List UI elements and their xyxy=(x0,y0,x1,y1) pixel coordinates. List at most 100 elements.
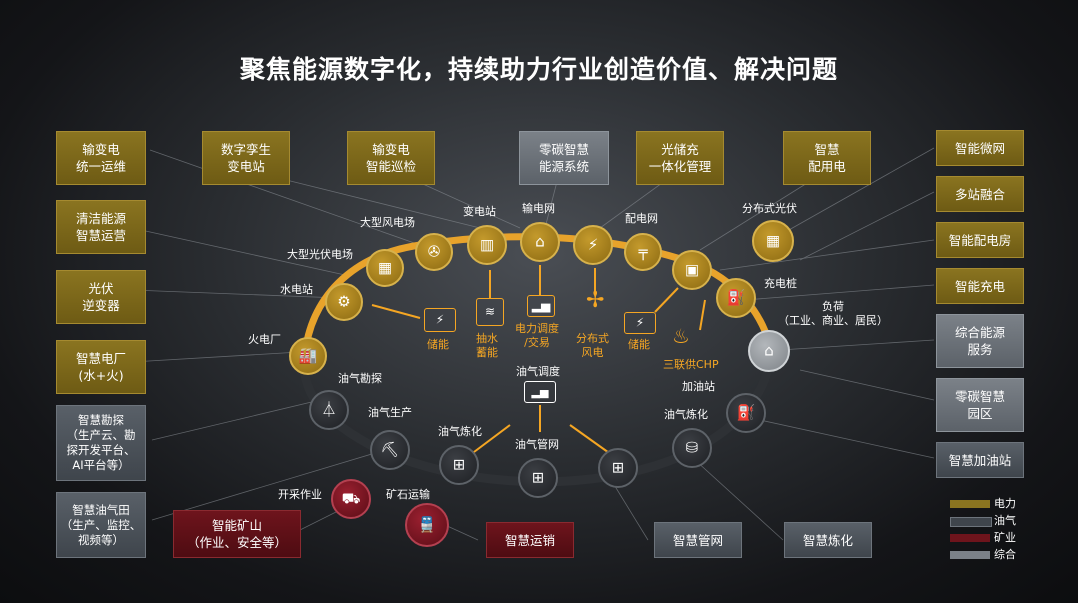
solar-panel-icon: ▦ xyxy=(765,231,781,250)
right-box-microgrid[interactable]: 智能微网 xyxy=(936,130,1024,166)
chp-icon: ♨ xyxy=(672,324,690,348)
node-charger: ⛽ xyxy=(716,278,756,318)
fuel-pump-icon: ⛽ xyxy=(736,403,756,422)
label-oil-exploration: 油气勘探 xyxy=(338,372,382,385)
house-icon: ⌂ xyxy=(764,341,774,360)
hydro-icon: ⚙ xyxy=(337,292,351,311)
node-pipeline-right: ⊞ xyxy=(598,448,638,488)
pumpjack-icon: ⛏ xyxy=(380,440,400,459)
right-box-charging[interactable]: 智能充电 xyxy=(936,268,1024,304)
label-ore-transport: 矿石运输 xyxy=(386,488,430,501)
node-hydro: ⚙ xyxy=(325,283,363,321)
label-chp: 三联供CHP xyxy=(663,358,719,371)
node-load: ⌂ xyxy=(748,330,790,372)
label-distributed-pv: 分布式光伏 xyxy=(742,202,797,215)
legend-label-mine: 矿业 xyxy=(994,531,1016,544)
label-distribution-net: 配电网 xyxy=(625,212,658,225)
battery-icon: ⚡ xyxy=(435,312,445,327)
left-box-smart-plant[interactable]: 智慧电厂 (水+火) xyxy=(56,340,146,394)
legend-label-power: 电力 xyxy=(994,497,1016,510)
label-pipeline: 油气管网 xyxy=(515,438,559,451)
right-box-power-room[interactable]: 智能配电房 xyxy=(936,222,1024,258)
left-box-clean-energy[interactable]: 清洁能源 智慧运营 xyxy=(56,200,146,254)
train-icon: 🚆 xyxy=(417,515,437,534)
right-box-zero-carbon-park[interactable]: 零碳智慧 园区 xyxy=(936,378,1024,432)
pipe-icon: ⊞ xyxy=(531,468,545,487)
node-mining: ⛟ xyxy=(331,479,371,519)
legend-label-oil: 油气 xyxy=(994,514,1016,527)
rig-icon: ⏃ xyxy=(321,400,337,419)
top-box-distribution[interactable]: 智慧 配用电 xyxy=(783,131,871,185)
node-thermal-plant: 🏭 xyxy=(289,337,327,375)
left-box-oilfield[interactable]: 智慧油气田 （生产、监控、 视频等） xyxy=(56,492,146,558)
legend-swatch-integrated xyxy=(950,551,990,559)
top-box-solar-storage[interactable]: 光储充 一体化管理 xyxy=(636,131,724,185)
water-icon: ≋ xyxy=(484,304,496,319)
node-distributed-pv: ▦ xyxy=(752,220,794,262)
node-storage-2: ⚡ xyxy=(624,312,656,334)
node-solar-farm: ▦ xyxy=(366,249,404,287)
label-charger: 充电桩 xyxy=(764,277,797,290)
label-hydro: 水电站 xyxy=(280,283,313,296)
node-storage-1: ⚡ xyxy=(424,308,456,332)
bottom-box-smart-mine[interactable]: 智能矿山 （作业、安全等） xyxy=(173,510,301,558)
label-storage-2: 储能 xyxy=(628,338,650,351)
node-transmission: ⌂ xyxy=(520,222,560,262)
label-substation: 变电站 xyxy=(463,205,496,218)
bottom-box-pipeline[interactable]: 智慧管网 xyxy=(654,522,742,558)
node-substation: ▥ xyxy=(467,225,507,265)
battery-icon: ⚡ xyxy=(635,315,645,330)
right-box-integrated-service[interactable]: 综合能源 服务 xyxy=(936,314,1024,368)
transformer-icon: ▣ xyxy=(684,260,700,279)
label-storage-1: 储能 xyxy=(427,338,449,351)
solar-panel-icon: ▦ xyxy=(377,258,393,277)
label-refinery-right: 油气炼化 xyxy=(664,408,708,421)
label-load: 负荷 （工业、商业、居民） xyxy=(778,300,888,327)
node-pipeline-center: ⊞ xyxy=(518,458,558,498)
page-title: 聚焦能源数字化，持续助力行业创造价值、解决问题 xyxy=(239,55,838,84)
node-oil-exploration: ⏃ xyxy=(309,390,349,430)
label-solar-farm: 大型光伏电场 xyxy=(287,248,353,261)
substation-icon: ▥ xyxy=(479,235,495,254)
top-box-inspection[interactable]: 输变电 智能巡检 xyxy=(347,131,435,185)
node-distribution-net: ⚡ xyxy=(573,225,613,265)
pipe-icon: ⊞ xyxy=(452,455,466,474)
legend-swatch-power xyxy=(950,500,990,508)
mining-cart-icon: ⛟ xyxy=(341,489,361,508)
top-box-digital-twin[interactable]: 数字孪生 变电站 xyxy=(202,131,290,185)
label-oil-dispatch: 油气调度 xyxy=(516,365,560,378)
ev-charger-icon: ⛽ xyxy=(726,288,746,307)
wind-turbine-icon: ✇ xyxy=(427,242,441,261)
label-thermal-plant: 火电厂 xyxy=(248,333,281,346)
right-box-multi-station[interactable]: 多站融合 xyxy=(936,176,1024,212)
node-refinery-right: ⛁ xyxy=(672,428,712,468)
node-oil-dispatch: ▂▅ xyxy=(524,381,556,403)
node-oil-production: ⛏ xyxy=(370,430,410,470)
label-distributed-wind: 分布式 风电 xyxy=(576,332,609,359)
right-box-gas-station[interactable]: 智慧加油站 xyxy=(936,442,1024,478)
top-box-zero-carbon[interactable]: 零碳智慧 能源系统 xyxy=(519,131,609,185)
label-transmission: 输电网 xyxy=(522,202,555,215)
label-pumped-storage: 抽水 蓄能 xyxy=(476,332,498,359)
left-box-exploration[interactable]: 智慧勘探 （生产云、勘 探开发平台、 AI平台等） xyxy=(56,405,146,481)
left-box-pv-inverter[interactable]: 光伏 逆变器 xyxy=(56,270,146,324)
chart-icon: ▂▅ xyxy=(531,298,551,313)
label-gas-station: 加油站 xyxy=(682,380,715,393)
label-mining: 开采作业 xyxy=(278,488,322,501)
top-box-transmission-ops[interactable]: 输变电 统一运维 xyxy=(56,131,146,185)
bottom-box-logistics[interactable]: 智慧运销 xyxy=(486,522,574,558)
pipe-icon: ⊞ xyxy=(611,458,625,477)
label-oil-production: 油气生产 xyxy=(368,406,412,419)
monitor-icon: ▂▅ xyxy=(531,385,549,399)
node-pipeline-left: ⊞ xyxy=(439,445,479,485)
node-gas-station: ⛽ xyxy=(726,393,766,433)
node-ore-transport: 🚆 xyxy=(405,503,449,547)
lightning-icon: ⚡ xyxy=(587,235,599,254)
node-distribution: ╤ xyxy=(624,233,662,271)
label-wind-farm: 大型风电场 xyxy=(360,216,415,229)
legend-label-integrated: 综合 xyxy=(994,548,1016,561)
legend-swatch-mine xyxy=(950,534,990,542)
pole-icon: ╤ xyxy=(638,242,648,261)
node-dispatch: ▂▅ xyxy=(527,295,555,317)
bottom-box-refining[interactable]: 智慧炼化 xyxy=(784,522,872,558)
